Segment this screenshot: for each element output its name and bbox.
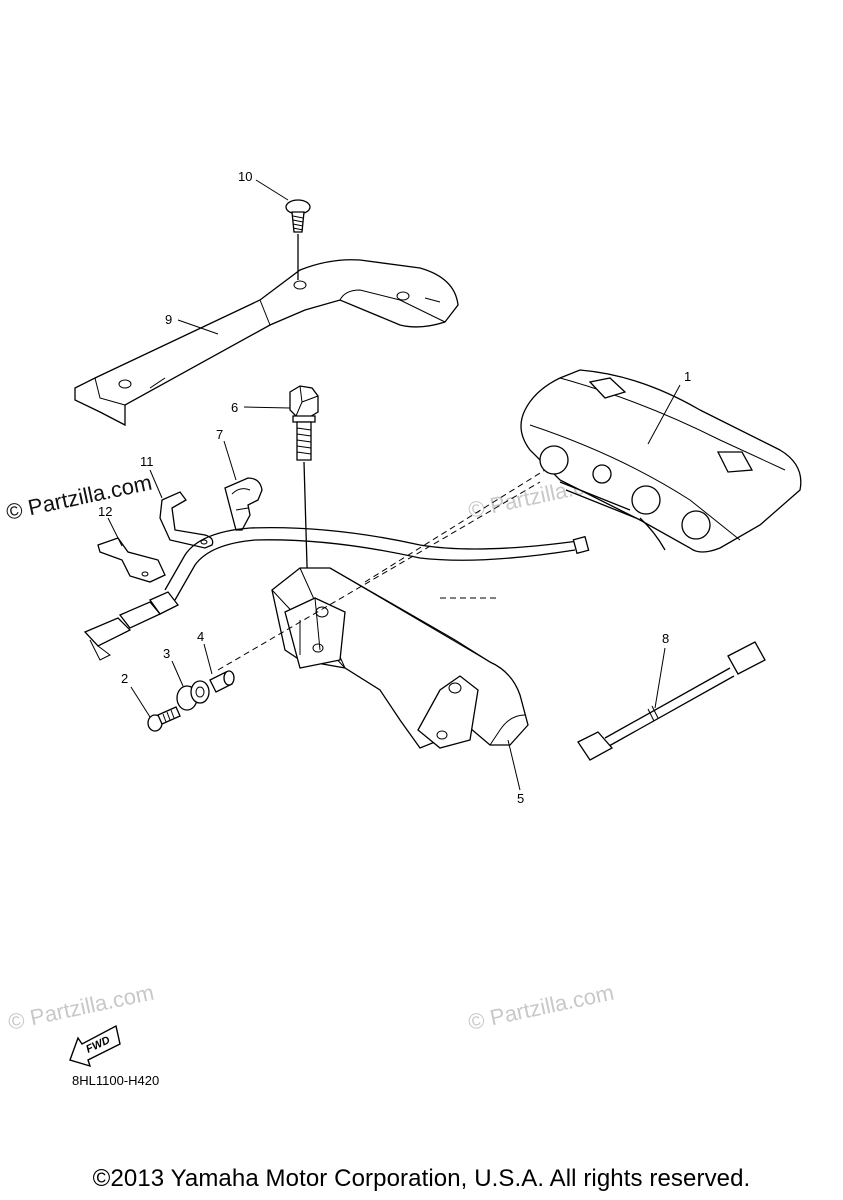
callout-3: 3	[163, 646, 170, 661]
callout-11: 11	[140, 454, 154, 469]
part-9-bracket	[74, 259, 459, 427]
callout-8: 8	[662, 631, 669, 646]
callout-6: 6	[231, 400, 238, 415]
part-3-grommet	[176, 680, 210, 711]
part-4-collar	[209, 670, 235, 693]
assembly-line-a	[364, 469, 546, 583]
watermark-main: © Partzilla.com	[4, 470, 154, 525]
leader-lines	[107, 179, 681, 791]
watermark-bottom-right: © Partzilla.com	[466, 980, 616, 1035]
callout-9: 9	[165, 312, 172, 327]
part-10-screw	[285, 199, 311, 280]
copyright-notice: ©2013 Yamaha Motor Corporation, U.S.A. A…	[92, 1165, 751, 1192]
callout-1: 1	[684, 369, 691, 384]
fwd-arrow-icon: FWD	[69, 1024, 121, 1068]
part-11-bracket	[159, 491, 214, 549]
watermark-bottom-left: © Partzilla.com	[6, 980, 156, 1035]
wire-harness	[83, 526, 590, 661]
part-6-bolt	[289, 385, 319, 601]
parts-diagram: © Partzilla.com © Partzilla.com © Partzi…	[4, 169, 802, 1068]
callout-4: 4	[197, 629, 204, 644]
callout-2: 2	[121, 671, 128, 686]
diagram-code: 8HL1100-H420	[72, 1073, 160, 1088]
callout-10: 10	[238, 169, 252, 184]
assembly-line-b	[217, 481, 541, 671]
part-12-bracket	[97, 537, 166, 583]
part-7-clip	[224, 477, 263, 531]
callout-5: 5	[517, 791, 524, 806]
part-1-tail-lamp	[520, 369, 802, 553]
part-2-screw	[147, 706, 181, 732]
part-5-base	[271, 567, 529, 749]
part-8-wire-lead	[577, 641, 766, 761]
callout-12: 12	[98, 504, 112, 519]
callout-7: 7	[216, 427, 223, 442]
